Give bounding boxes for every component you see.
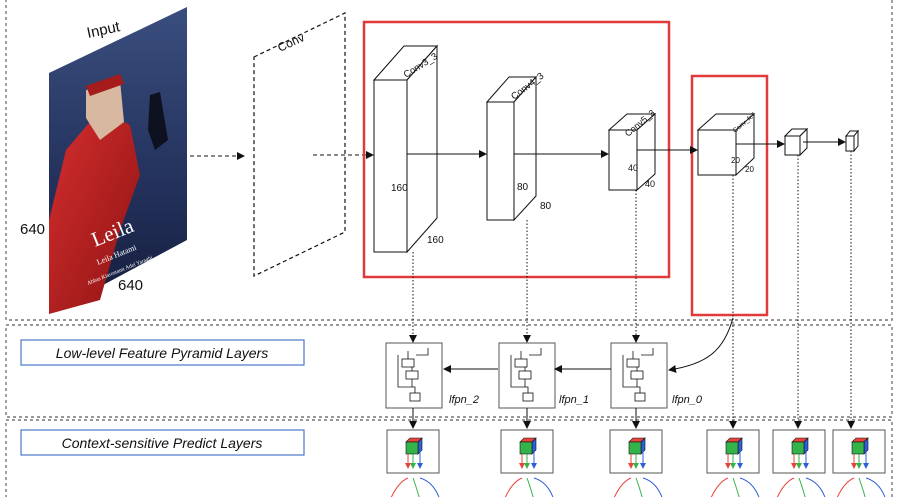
conv5-3-bottom-label: 40	[645, 179, 655, 189]
conv4-3-block	[487, 77, 536, 220]
conv-plane	[254, 13, 345, 276]
arrow-fc7-lfpn0	[669, 318, 733, 370]
fc7-highlight-box	[692, 76, 767, 315]
conv-label: Conv	[275, 30, 306, 55]
lfpn-0-module	[611, 343, 667, 408]
input-height-label: 640	[20, 221, 45, 238]
input-width-label: 640	[118, 277, 143, 294]
conv3-3-bottom-label: 160	[427, 235, 444, 246]
conv4-3-bottom-label: 80	[540, 201, 552, 212]
lfpn-1-module	[499, 343, 555, 408]
conv7-block	[846, 131, 858, 151]
predict-module-lfpn0	[610, 430, 663, 497]
conv-fc7-bottom-label: 20	[745, 165, 754, 174]
input-label: Input	[85, 18, 122, 42]
cpm-section-label: Context-sensitive Predict Layers	[62, 435, 263, 451]
conv-fc7-side-label: 20	[731, 156, 740, 165]
lfpn-2-module	[386, 343, 442, 408]
lfpn-1-label: lfpn_1	[559, 394, 589, 406]
predict-module-lfpn2	[387, 430, 440, 497]
predict-module-conv6	[773, 430, 826, 497]
conv3-3-side-label: 160	[391, 183, 408, 194]
lfpn-0-label: lfpn_0	[672, 394, 703, 406]
conv4-3-side-label: 80	[517, 182, 529, 193]
lfpn-2-label: lfpn_2	[449, 394, 479, 406]
lfpn-section-label: Low-level Feature Pyramid Layers	[56, 345, 268, 361]
predict-module-conv7	[833, 430, 886, 497]
predict-module-lfpn1	[501, 430, 554, 497]
conv5-3-side-label: 40	[628, 163, 638, 173]
predict-module-fc7	[707, 430, 760, 497]
input-image: Leila Leila Hatami Abbas Kiarostami Adel…	[49, 7, 187, 314]
